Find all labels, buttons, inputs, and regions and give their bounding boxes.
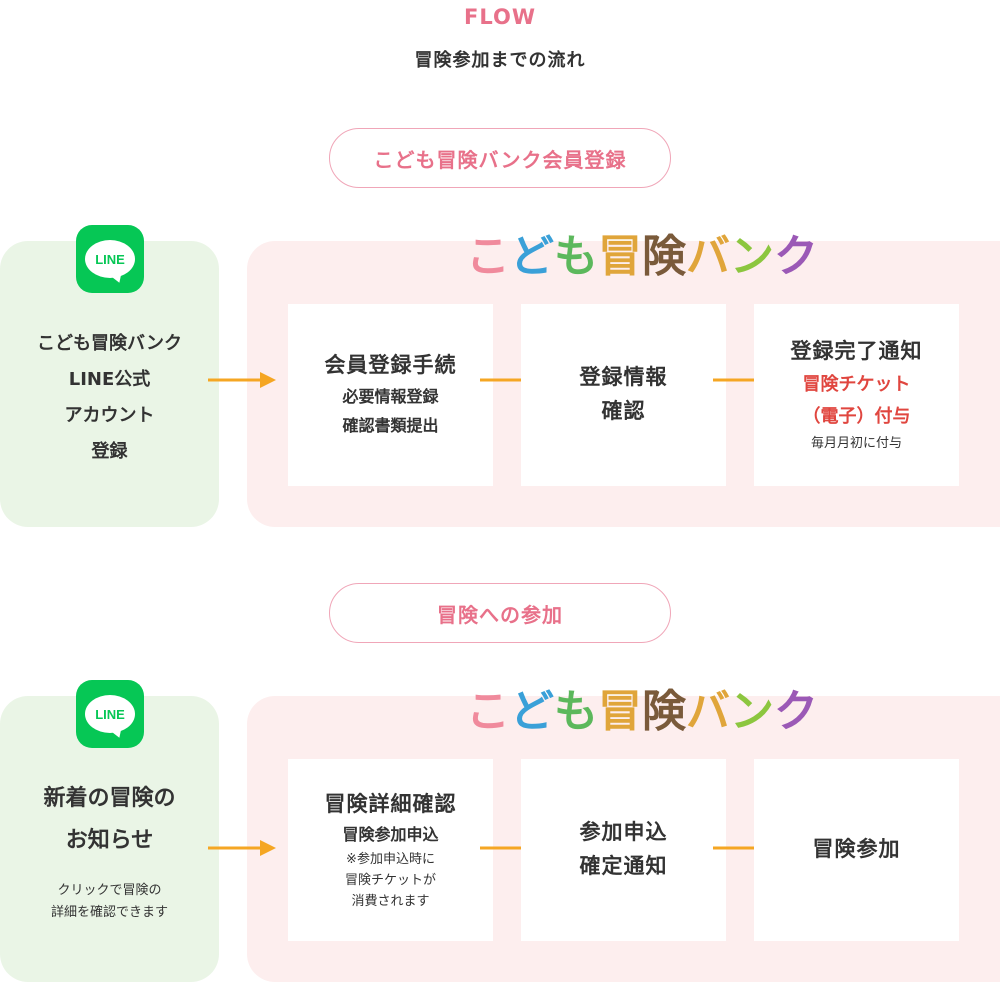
logo-char: ン: [730, 686, 774, 737]
step-note: 消費されます: [351, 893, 430, 909]
logo-char: バ: [686, 231, 730, 282]
left-text-line: お知らせ: [65, 828, 154, 853]
logo-char: バ: [686, 686, 730, 737]
ticket-notice: （電子）付与: [802, 406, 911, 428]
step-card-application-confirmed: 参加申込 確定通知: [521, 759, 726, 941]
step-card-adventure-detail: 冒険詳細確認 冒険参加申込 ※参加申込時に 冒険チケットが 消費されます: [288, 759, 493, 941]
logo-char: こ: [466, 231, 510, 282]
step-title: 登録情報: [579, 365, 668, 390]
line-app-icon: LINE: [76, 680, 144, 748]
section-pill-participation: 冒険への参加: [329, 583, 671, 643]
left-text-line: 新着の冒険の: [43, 786, 176, 811]
logo-char: ど: [510, 686, 554, 737]
logo-char: ク: [774, 686, 818, 737]
left-text-line: こども冒険バンク: [37, 333, 182, 354]
logo-char: 冒: [598, 231, 642, 282]
step-title: 登録完了通知: [790, 339, 923, 364]
line-icon-text: LINE: [95, 251, 125, 267]
line-bubble-icon: LINE: [85, 240, 135, 278]
step-title: 会員登録手続: [324, 353, 457, 378]
step-card-adventure-participation: 冒険参加: [754, 759, 959, 941]
logo-char: も: [554, 686, 598, 737]
step-detail: 冒険参加申込: [342, 825, 439, 845]
arrow-right-icon: [208, 840, 276, 856]
step-title: 冒険参加: [812, 837, 901, 862]
step-title: 冒険詳細確認: [324, 791, 457, 816]
left-text-line: LINE公式: [68, 369, 151, 390]
line-icon-text: LINE: [95, 706, 125, 722]
logo-char: ど: [510, 231, 554, 282]
line-notice-text: 新着の冒険の お知らせ: [0, 778, 219, 862]
logo-char: ン: [730, 231, 774, 282]
ticket-notice: 冒険チケット: [802, 374, 911, 395]
left-hint-line: 詳細を確認できます: [50, 905, 168, 920]
line-notice-hint: クリックで冒険の 詳細を確認できます: [0, 880, 219, 924]
arrow-right-icon: [208, 372, 276, 388]
left-text-line: アカウント: [64, 405, 155, 426]
section-pill-registration: こども冒険バンク会員登録: [329, 128, 671, 188]
ticket-schedule: 毎月月初に付与: [810, 435, 902, 451]
kodomo-bouken-bank-logo: こども冒険バンク: [466, 226, 818, 288]
flow-label: FLOW: [464, 5, 536, 29]
step-detail: 確認書類提出: [342, 415, 439, 435]
step-note: 冒険チケットが: [344, 872, 436, 888]
line-bubble-icon: LINE: [85, 695, 135, 733]
logo-char: ク: [774, 231, 818, 282]
logo-char: 冒: [598, 686, 642, 737]
left-hint-line: クリックで冒険の: [57, 883, 162, 898]
logo-char: も: [554, 231, 598, 282]
step-note: ※参加申込時に: [346, 852, 435, 867]
step-title: 確定通知: [579, 854, 668, 878]
step-card-member-registration: 会員登録手続 必要情報登録 確認書類提出: [288, 304, 493, 486]
logo-char: 険: [642, 686, 686, 737]
step-title: 確認: [601, 399, 646, 423]
logo-char: 険: [642, 231, 686, 282]
step-card-info-check: 登録情報 確認: [521, 304, 726, 486]
logo-char: こ: [466, 686, 510, 737]
step-detail: 必要情報登録: [342, 387, 439, 406]
page-title: 冒険参加までの流れ: [414, 50, 586, 71]
line-app-icon: LINE: [76, 225, 144, 293]
step-card-registration-complete: 登録完了通知 冒険チケット （電子）付与 毎月月初に付与: [754, 304, 959, 486]
kodomo-bouken-bank-logo: こども冒険バンク: [466, 681, 818, 743]
step-title: 参加申込: [579, 820, 668, 845]
left-text-line: 登録: [91, 441, 128, 462]
line-registration-text: こども冒険バンク LINE公式 アカウント 登録: [0, 326, 219, 470]
